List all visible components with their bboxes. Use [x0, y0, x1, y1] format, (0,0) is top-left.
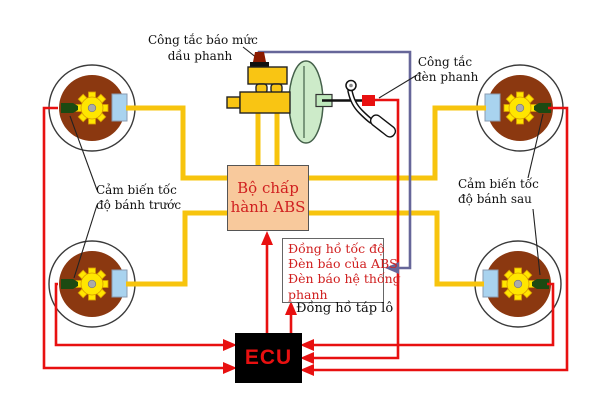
dashboard-cluster-label: Đồng hồ táp lô	[296, 301, 394, 316]
pedal-pad-icon	[369, 114, 397, 138]
leader-brake-light-switch	[378, 74, 418, 99]
arrow-into-ecu-right-3	[300, 364, 314, 376]
leader-front-sensor-bottom	[73, 204, 98, 279]
brake-lines	[126, 105, 486, 287]
sensor-wires	[42, 98, 569, 372]
wire-rear-left-to-ecu	[311, 106, 569, 372]
brake-line-front-right	[126, 210, 228, 287]
arrow-into-ecu-right-1	[300, 339, 314, 351]
leader-rear-sensor-bottom	[532, 208, 541, 276]
brake-light-switch-label: Công tắc đèn phanh	[414, 55, 479, 84]
abs-actuator-label-line2: hành ABS	[230, 198, 306, 216]
reservoir-cap-icon	[250, 62, 269, 67]
wire-front-right-to-ecu	[54, 282, 226, 347]
arrow-into-ecu-left-1	[223, 339, 237, 351]
leader-rear-sensor-top	[527, 113, 544, 179]
violet-arrow-into-indicator-box	[385, 262, 399, 274]
ecu-label: ECU	[244, 346, 293, 369]
arrow-into-ecu-right-2	[300, 352, 314, 364]
wheel-front-left	[49, 65, 135, 151]
wire-front-left-to-ecu	[42, 106, 226, 370]
arrow-into-abs-actuator	[261, 231, 273, 245]
abs-actuator-label-line1: Bộ chấp	[237, 179, 299, 197]
leader-front-sensor-top	[69, 115, 98, 191]
brake-light-switch-icon	[362, 95, 375, 106]
brake-pedal-assembly	[315, 79, 397, 138]
indicator-line-abs-warning: Đèn báo của ABS	[288, 256, 398, 272]
fluid-level-switch-icon	[253, 52, 266, 62]
ecu-box: ECU	[235, 333, 302, 383]
rear-speed-sensor-label: Cảm biến tốc độ bánh sau	[458, 177, 539, 206]
fluid-level-switch-label: Công tắc báo mức dầu phanh	[148, 33, 258, 63]
abs-actuator-box: Bộ chấp hành ABS	[227, 165, 309, 231]
master-cylinder-icon	[226, 52, 291, 114]
indicator-line-brake-warning-1: Đèn báo hệ thống	[288, 271, 401, 287]
red-arrowheads	[223, 231, 314, 376]
brake-line-rear-right	[307, 210, 484, 287]
indicator-line-speedometer: Đồng hồ tốc độ	[288, 241, 385, 256]
wire-rear-right-to-ecu	[311, 282, 555, 347]
wire-brake-light-switch-to-ecu	[311, 98, 400, 360]
wheel-front-right	[49, 241, 135, 327]
indicator-box: Đồng hồ tốc độ Đèn báo của ABS Đèn báo h…	[282, 238, 401, 303]
arrow-into-indicator-box	[285, 301, 297, 315]
arrow-into-ecu-left-2	[223, 362, 237, 374]
front-speed-sensor-label: Cảm biến tốc độ bánh trước	[96, 183, 182, 212]
indicator-line-brake-warning-2: phanh	[288, 286, 328, 302]
brake-line-rear-left	[307, 105, 486, 181]
brake-line-front-left	[126, 105, 228, 181]
